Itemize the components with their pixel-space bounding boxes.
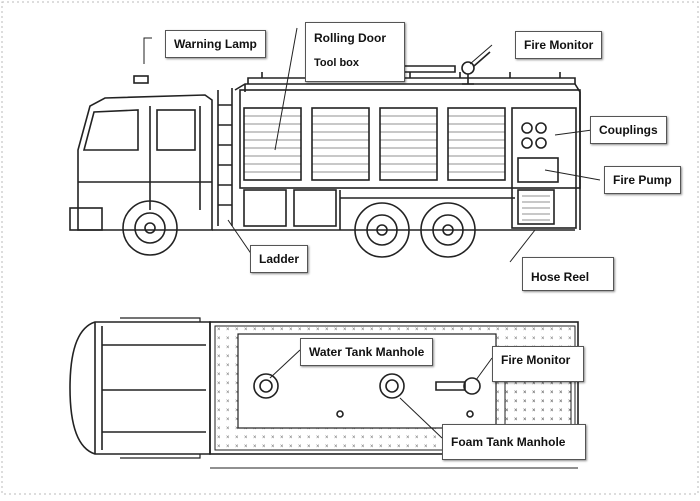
body-top bbox=[209, 321, 579, 455]
rear-wheel-2 bbox=[420, 202, 476, 258]
ladder bbox=[217, 88, 233, 226]
label-warning-lamp: Warning Lamp bbox=[165, 30, 266, 58]
rear-wheel-1 bbox=[354, 202, 410, 258]
label-rolling-door-tool-box: Rolling Door Tool box bbox=[305, 22, 405, 82]
label-tool-box: Tool box bbox=[314, 57, 360, 69]
label-fire-monitor-bottom: Fire Monitor bbox=[492, 346, 584, 382]
label-rolling-door: Rolling Door bbox=[314, 31, 386, 45]
rolling-doors bbox=[243, 107, 506, 181]
warning-lamp bbox=[133, 75, 149, 84]
label-couplings: Couplings bbox=[590, 116, 667, 144]
label-fire-pump: Fire Pump bbox=[604, 166, 681, 194]
cab-side-window bbox=[156, 109, 196, 151]
truck-side-view bbox=[69, 51, 581, 258]
fire-monitor-side bbox=[461, 61, 475, 75]
cab-front-window bbox=[82, 109, 139, 151]
cab-top bbox=[69, 321, 211, 455]
cab-outline bbox=[77, 94, 213, 231]
hose-reel-box bbox=[517, 189, 555, 225]
leader-lines-bottom bbox=[269, 349, 493, 439]
label-hose-reel: Hose Reel bbox=[522, 257, 614, 291]
water-tank-manhole-top bbox=[253, 373, 279, 399]
label-ladder: Ladder bbox=[250, 245, 309, 273]
label-fire-monitor-top: Fire Monitor bbox=[515, 31, 603, 59]
label-foam-tank-manhole: Foam Tank Manhole bbox=[442, 424, 586, 460]
roof-tool-box bbox=[399, 65, 456, 73]
foam-tank-manhole-top bbox=[379, 373, 405, 399]
label-water-tank-manhole: Water Tank Manhole bbox=[300, 338, 434, 366]
fire-pump-box bbox=[517, 157, 559, 183]
leader-lines-top bbox=[143, 27, 601, 263]
front-wheel bbox=[122, 200, 178, 256]
pump-panel bbox=[511, 107, 577, 229]
